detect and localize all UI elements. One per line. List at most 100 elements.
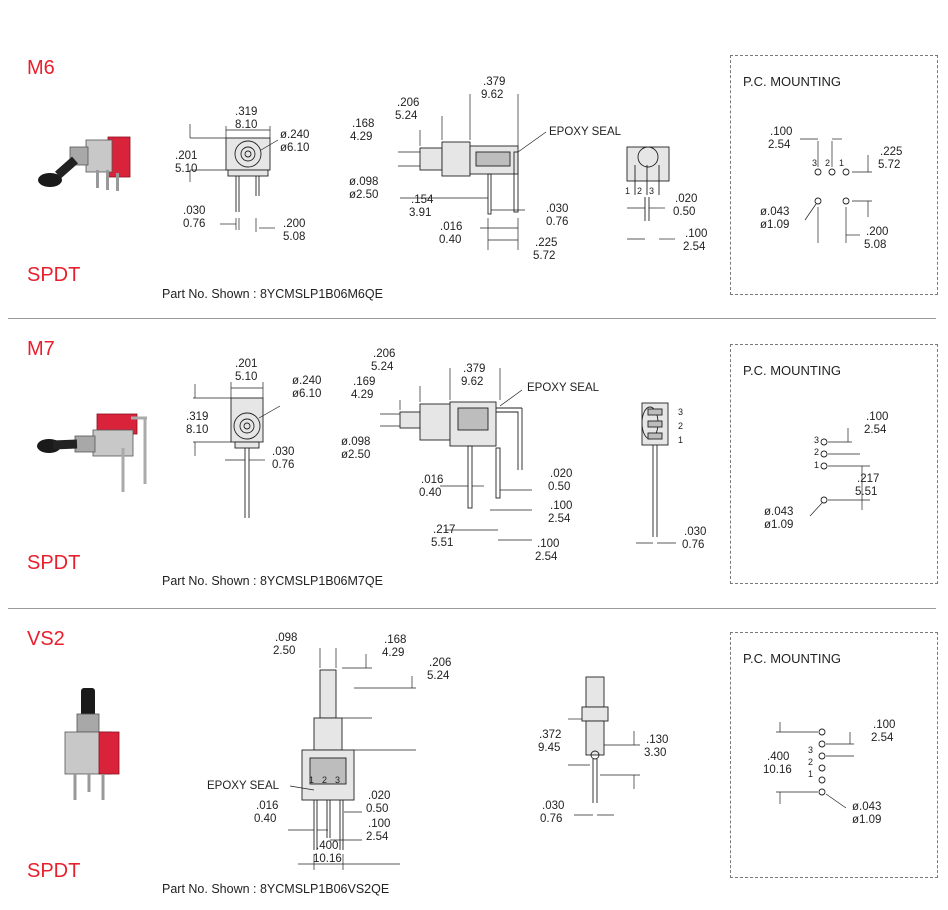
dim-c-mm: 4.29 xyxy=(350,131,373,143)
pin-number: 1 xyxy=(678,435,684,445)
dim-f-in: .100 xyxy=(368,818,391,830)
pc-pin-number: 1 xyxy=(814,460,820,470)
dim-pc-c-in: ø.043 xyxy=(852,801,882,813)
dim-pc-b-in: .400 xyxy=(767,751,790,763)
dim-g-mm: 0.76 xyxy=(546,216,569,228)
pin-number: 2 xyxy=(678,421,684,431)
dim-e-in: .020 xyxy=(368,790,391,802)
dim-spacing-in: .200 xyxy=(283,218,306,230)
part-number: Part No. Shown : 8YCMSLP1B06M7QE xyxy=(162,574,383,588)
dim-d-in: ø.098 xyxy=(341,436,371,448)
pc-mounting-box: P.C. MOUNTING xyxy=(730,632,938,878)
dim-pc-c-in: ø.043 xyxy=(764,506,794,518)
dim-a-in: .379 xyxy=(463,363,486,375)
dim-pc-b-mm: 10.16 xyxy=(763,764,792,776)
dim-b-mm: 2.54 xyxy=(683,241,706,253)
epoxy-seal-label: EPOXY SEAL xyxy=(549,126,622,138)
dim-a-mm: 2.50 xyxy=(273,645,296,657)
dim-height-mm: 8.10 xyxy=(186,424,209,436)
front-view-drawing xyxy=(288,648,416,870)
side-view-drawing xyxy=(380,368,532,541)
dim-c-mm: 0.76 xyxy=(540,813,563,825)
dim-width-in: .319 xyxy=(235,106,258,118)
pc-pin-number: 1 xyxy=(839,158,845,168)
dim-c-in: .168 xyxy=(352,118,375,130)
dim-b-mm: 5.24 xyxy=(395,110,418,122)
pole-type: SPDT xyxy=(27,860,81,882)
pc-mounting-title: P.C. MOUNTING xyxy=(743,363,841,378)
dim-d-in: .016 xyxy=(256,800,279,812)
dim-width-mm: 5.10 xyxy=(235,371,258,383)
switch-photo-m6 xyxy=(38,136,131,191)
dim-pc-a-mm: 2.54 xyxy=(864,424,887,436)
dim-width-mm: 8.10 xyxy=(235,119,258,131)
pc-mounting-box: P.C. MOUNTING xyxy=(730,55,938,295)
dim-a-mm: 9.45 xyxy=(538,742,561,754)
dim-b-in: .168 xyxy=(384,634,407,646)
dim-g-in: .030 xyxy=(546,203,569,215)
pc-pin-number: 2 xyxy=(814,447,820,457)
dim-e-mm: 0.50 xyxy=(366,803,389,815)
switch-photo-m7 xyxy=(37,413,147,492)
dim-pc-c-mm: ø1.09 xyxy=(764,519,794,531)
dim-pc-d-mm: 5.08 xyxy=(864,239,887,251)
dim-pin-in: .030 xyxy=(272,446,295,458)
dim-a-in: .030 xyxy=(684,526,707,538)
pin-number: 1 xyxy=(309,775,315,785)
dim-d-mm: ø2.50 xyxy=(341,449,371,461)
dim-diameter-in: ø.240 xyxy=(280,129,310,141)
pin-number: 3 xyxy=(335,775,341,785)
dim-pc-b-mm: 5.72 xyxy=(878,159,901,171)
dim-j-mm: 2.54 xyxy=(535,551,558,563)
pc-mounting-title: P.C. MOUNTING xyxy=(743,74,841,89)
side-view-drawing xyxy=(398,94,547,250)
dim-e-mm: 3.91 xyxy=(409,207,432,219)
pc-pin-number: 2 xyxy=(808,757,814,767)
model-code: M6 xyxy=(27,57,55,79)
pc-mounting-title: P.C. MOUNTING xyxy=(743,651,841,666)
dim-pin-in: .030 xyxy=(183,205,206,217)
pc-pin-number: 3 xyxy=(808,745,814,755)
dim-f-in: .016 xyxy=(440,221,463,233)
end-view-drawing xyxy=(626,146,675,240)
dim-pc-c-mm: ø1.09 xyxy=(760,219,790,231)
dim-a-mm: 0.76 xyxy=(682,539,705,551)
dim-pc-a-in: .100 xyxy=(770,126,793,138)
model-code: M7 xyxy=(27,338,55,360)
dim-pc-c-mm: ø1.09 xyxy=(852,814,882,826)
section-m7: M7 SPDT Part No. Shown : 8YCMSLP1B06M7QE… xyxy=(0,320,948,608)
pc-mounting-box: P.C. MOUNTING xyxy=(730,344,938,584)
dim-b-in: .100 xyxy=(685,228,708,240)
dim-a-in: .372 xyxy=(539,729,562,741)
dim-h-in: .225 xyxy=(535,237,558,249)
dim-i-mm: 5.51 xyxy=(431,537,454,549)
dim-diameter-mm: ø6.10 xyxy=(292,388,322,400)
pin-number: 3 xyxy=(678,407,684,417)
section-divider xyxy=(8,318,936,319)
end-view-drawing xyxy=(636,402,676,544)
pc-mounting-drawing xyxy=(809,428,870,517)
dim-pc-b-mm: 5.51 xyxy=(855,486,878,498)
epoxy-seal-label: EPOXY SEAL xyxy=(207,780,280,792)
side-view-drawing xyxy=(568,676,640,816)
dim-a-mm: 9.62 xyxy=(461,376,484,388)
section-divider xyxy=(8,608,936,609)
front-view-drawing xyxy=(193,382,281,518)
dim-a-in: .379 xyxy=(483,76,506,88)
pin-number: 3 xyxy=(649,186,655,196)
pc-pin-number: 3 xyxy=(814,435,820,445)
dim-f-mm: 2.54 xyxy=(366,831,389,843)
dim-d-mm: ø2.50 xyxy=(349,189,379,201)
dim-e-in: .154 xyxy=(411,194,434,206)
dim-b-mm: 5.24 xyxy=(371,361,394,373)
dim-pc-d-in: .200 xyxy=(866,226,889,238)
dim-pc-b-in: .217 xyxy=(857,473,880,485)
dim-c-in: .206 xyxy=(429,657,452,669)
dim-width-in: .201 xyxy=(235,358,258,370)
pc-mounting-drawing xyxy=(800,138,872,243)
dim-b-in: .206 xyxy=(397,97,420,109)
dim-g-in: .020 xyxy=(550,468,573,480)
dim-a-mm: 9.62 xyxy=(481,89,504,101)
dim-b-in: .206 xyxy=(373,348,396,360)
dim-g-mm: 0.50 xyxy=(548,481,571,493)
